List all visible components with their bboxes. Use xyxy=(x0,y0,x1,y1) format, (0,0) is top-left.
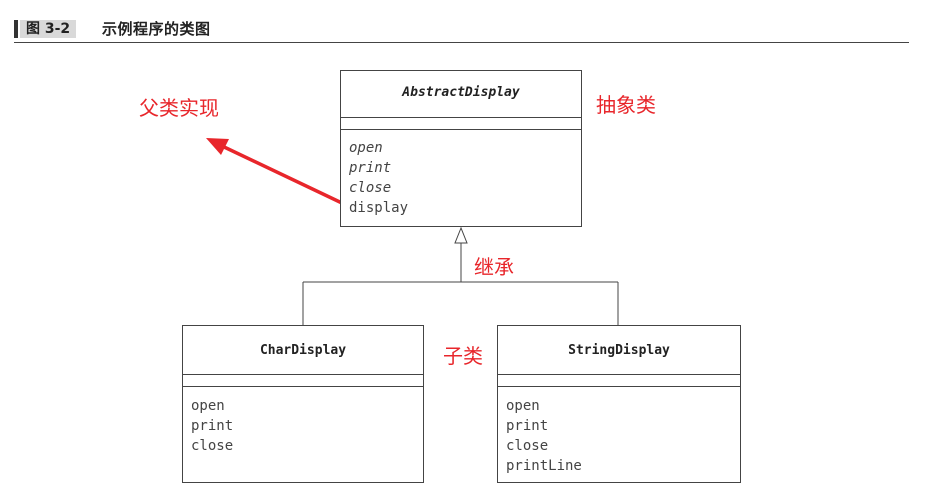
figure-header: 图 3-2 示例程序的类图 xyxy=(14,18,909,44)
inheritance-triangle xyxy=(454,226,468,244)
class-divider xyxy=(183,386,423,387)
class-divider xyxy=(341,129,581,130)
annotation-abstract-class: 抽象类 xyxy=(596,93,656,117)
method-item: close xyxy=(506,438,549,454)
class-divider xyxy=(183,374,423,375)
annotation-inheritance: 继承 xyxy=(474,255,514,279)
class-name: AbstractDisplay xyxy=(402,85,520,100)
method-item: close xyxy=(349,180,392,196)
method-list: open print close display xyxy=(349,138,408,218)
figure-number: 图 3-2 xyxy=(20,20,77,38)
class-name: StringDisplay xyxy=(568,343,670,358)
method-item: open xyxy=(506,398,540,414)
char-display-class: CharDisplay open print close xyxy=(182,325,424,483)
class-divider xyxy=(341,117,581,118)
method-item: close xyxy=(191,438,234,454)
method-item: print xyxy=(349,160,392,176)
figure-title: 示例程序的类图 xyxy=(102,20,211,38)
abstract-display-class: AbstractDisplay open print close display xyxy=(340,70,582,227)
class-divider xyxy=(498,374,740,375)
red-arrow-line xyxy=(220,144,346,206)
method-list: open print close printLine xyxy=(506,396,582,476)
method-item: open xyxy=(349,140,383,156)
annotation-parent-impl: 父类实现 xyxy=(139,96,219,120)
string-display-class: StringDisplay open print close printLine xyxy=(497,325,741,483)
method-item: print xyxy=(191,418,234,434)
header-bar xyxy=(14,20,18,38)
method-item: open xyxy=(191,398,225,414)
red-arrow-head xyxy=(206,138,229,155)
class-divider xyxy=(498,386,740,387)
class-name: CharDisplay xyxy=(259,343,347,358)
method-item: printLine xyxy=(506,458,582,474)
header-rule xyxy=(14,42,909,43)
method-item: print xyxy=(506,418,549,434)
method-item: display xyxy=(349,200,409,216)
annotation-subclass: 子类 xyxy=(443,344,483,368)
method-list: open print close xyxy=(191,396,233,456)
